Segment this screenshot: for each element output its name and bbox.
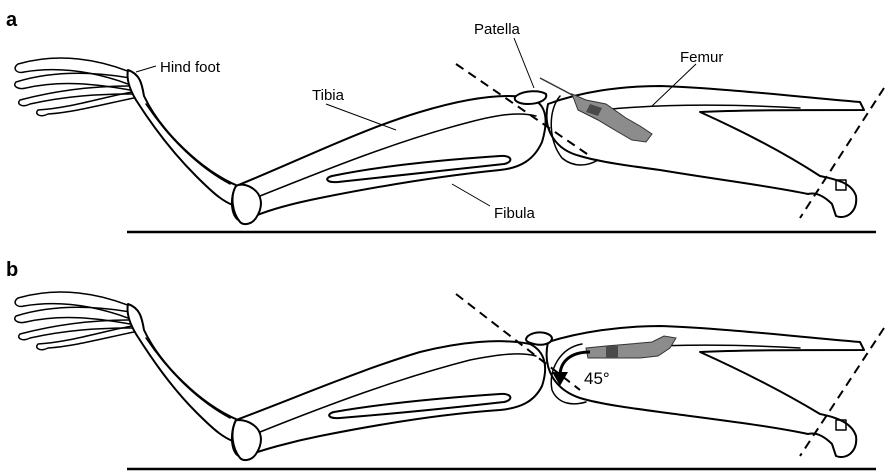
label-patella: Patella (474, 21, 521, 38)
label-tibia: Tibia (312, 87, 345, 104)
ankle-a (233, 185, 261, 224)
panel-b: b (6, 259, 884, 469)
hind-foot-bones-a (15, 58, 244, 208)
label-hind-foot: Hind foot (160, 59, 221, 76)
panel-a: a (6, 9, 884, 232)
label-fibula: Fibula (494, 205, 536, 222)
panel-a-letter: a (6, 9, 18, 31)
label-femur: Femur (680, 49, 723, 66)
panel-b-letter: b (6, 259, 18, 281)
angle-label: 45° (584, 369, 610, 388)
patella-bone-b (526, 332, 552, 344)
patella-bone-a (515, 91, 547, 104)
hind-foot-bones-b (15, 292, 244, 444)
